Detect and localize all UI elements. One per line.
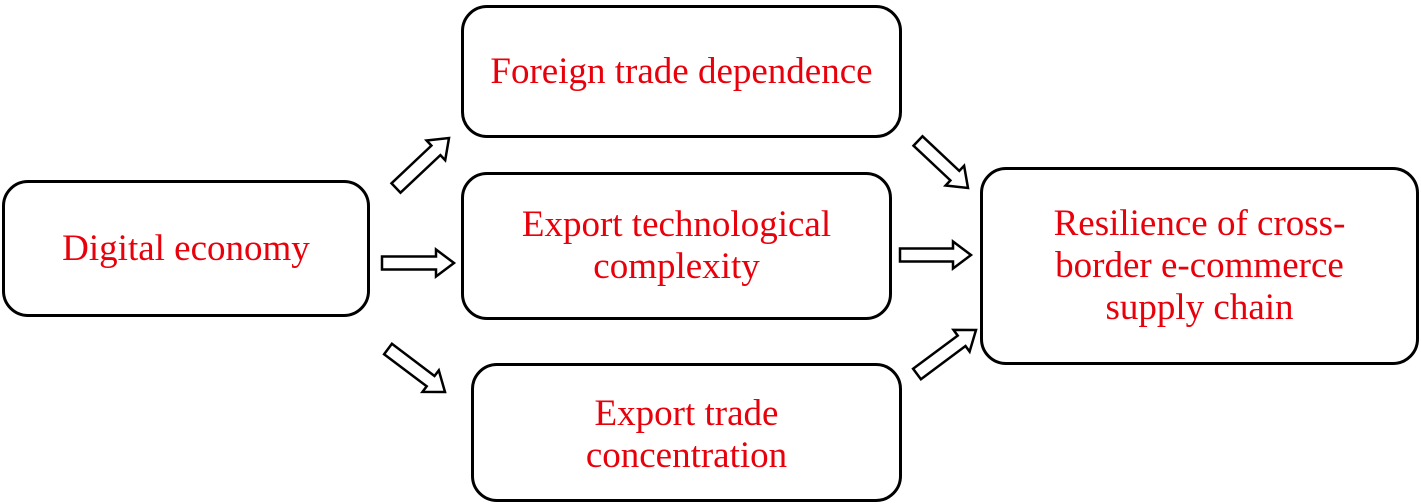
node-foreign-trade-dependence: Foreign trade dependence [461,5,902,138]
arrow-digital-economy-to-export-trade-concentration [382,342,447,394]
node-label-digital-economy: Digital economy [62,227,310,269]
arrow-foreign-trade-dependence-to-supply-chain-resilience [911,134,970,190]
arrow-digital-economy-to-foreign-trade-dependence [389,136,451,195]
node-label-foreign-trade-dependence: Foreign trade dependence [490,50,873,92]
node-supply-chain-resilience: Resilience of cross-border e-commerce su… [980,167,1419,365]
arrow-digital-economy-to-export-technological-complexity [380,247,457,279]
arrow-export-technological-complexity-to-supply-chain-resilience [898,239,974,271]
node-digital-economy: Digital economy [2,180,370,317]
node-label-supply-chain-resilience: Resilience of cross-border e-commerce su… [1053,203,1346,328]
arrow-export-trade-concentration-to-supply-chain-resilience [911,328,978,381]
node-label-export-technological-complexity: Export technological complexity [521,204,832,287]
node-label-export-trade-concentration: Export trade concentration [585,392,788,476]
node-export-trade-concentration: Export trade concentration [471,363,902,502]
node-export-technological-complexity: Export technological complexity [461,172,892,320]
